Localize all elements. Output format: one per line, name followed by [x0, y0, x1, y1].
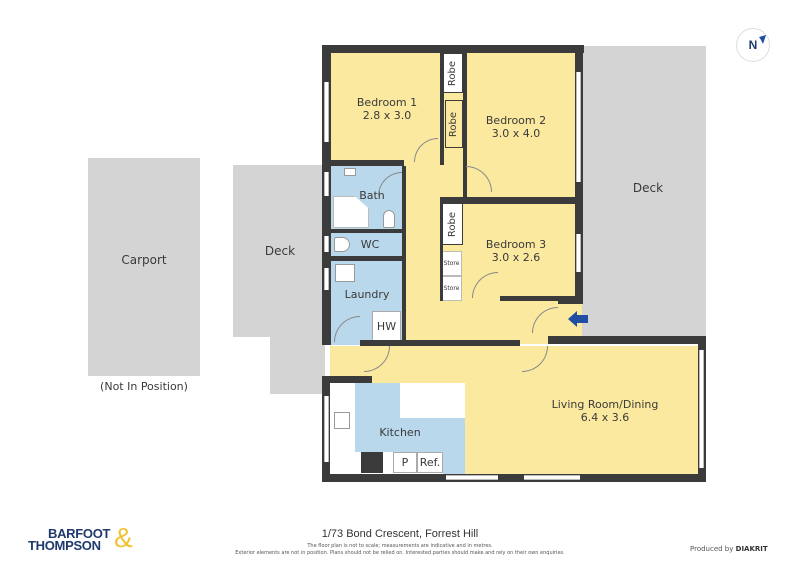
wall-mid-horizontal [548, 336, 706, 344]
wall-bed3-left [440, 197, 443, 301]
window-bed2 [576, 72, 581, 182]
bedroom-3-name: Bedroom 3 [485, 238, 547, 251]
bedroom-2-dims: 3.0 x 4.0 [491, 127, 541, 140]
window-bed1 [324, 82, 329, 142]
bedroom-3-dims: 3.0 x 2.6 [491, 251, 541, 264]
wc [331, 233, 402, 256]
wall-bath-wc [322, 229, 406, 233]
wall-bottom [322, 474, 706, 482]
kitchen-island [400, 383, 465, 418]
disclaimer-line1: The floor plan is not to scale; measurem… [307, 543, 493, 549]
wc-label: WC [360, 238, 380, 251]
brand-logo: BARFOOT THOMPSON & [28, 523, 140, 557]
store-2: Store [441, 276, 462, 301]
bedroom-1-name: Bedroom 1 [356, 96, 418, 109]
laundry-tub [335, 264, 355, 282]
window-living [699, 350, 704, 468]
robe-bedroom1: Robe [443, 53, 463, 93]
brand-line1: BARFOOT [48, 526, 111, 541]
deck-left-lower [270, 337, 325, 394]
deck-left [233, 165, 325, 337]
store-1: Store [441, 251, 462, 276]
window-laundry [324, 268, 329, 290]
fridge: Ref. [417, 452, 443, 473]
cooktop [361, 452, 383, 473]
bedroom-3-label: Bedroom 3 3.0 x 2.6 [466, 238, 566, 264]
window-living-bottom-1 [446, 475, 498, 480]
bedroom-1-dims: 2.8 x 3.0 [362, 109, 412, 122]
address-title: 1/73 Bond Crescent, Forrest Hill [321, 528, 479, 540]
wall-laundry-bottom [360, 340, 520, 346]
produced-by-prefix: Produced by [690, 545, 734, 553]
brand-ampersand: & [114, 522, 133, 553]
disclaimer-line2: Exterior elements are not in position. P… [235, 550, 565, 556]
bedroom-2-label: Bedroom 2 3.0 x 4.0 [466, 114, 566, 140]
living-dining-label: Living Room/Dining 6.4 x 3.6 [540, 398, 670, 424]
pantry: P [393, 452, 417, 473]
deck-right [582, 46, 706, 336]
wall-right-step [558, 296, 583, 304]
wall-top [322, 45, 584, 53]
wall-kitchen-top [322, 376, 372, 383]
window-kitchen [324, 396, 329, 462]
window-bed3 [576, 234, 581, 272]
wall-bed2-left [463, 45, 467, 200]
wall-robe-divider [440, 45, 444, 165]
deck-right-label: Deck [632, 181, 664, 195]
laundry-label: Laundry [344, 288, 390, 301]
robe-bedroom3: Robe [442, 203, 463, 245]
carport [88, 158, 200, 376]
entry-arrow-icon [568, 311, 588, 327]
toilet-bath [383, 210, 395, 228]
hot-water-cylinder: HW [372, 311, 401, 341]
window-bath [324, 172, 329, 196]
wall-wc-laundry [322, 256, 406, 261]
bedroom-2-name: Bedroom 2 [485, 114, 547, 127]
brand-line2: THOMPSON [28, 538, 101, 553]
wall-bed1-bottom [322, 160, 404, 166]
deck-left-label: Deck [264, 244, 296, 258]
kitchen-sink [334, 412, 350, 429]
produced-by: Produced by DIAKRIT [690, 545, 790, 553]
window-living-bottom-2 [524, 475, 580, 480]
robe-bedroom2: Robe [445, 100, 463, 148]
carport-label: Carport [121, 253, 167, 267]
bedroom-1-label: Bedroom 1 2.8 x 3.0 [331, 96, 443, 122]
window-wc [324, 236, 329, 252]
compass-icon: N [736, 28, 770, 62]
living-dims: 6.4 x 3.6 [580, 411, 630, 424]
carport-note: (Not In Position) [100, 380, 188, 393]
kitchen-label: Kitchen [379, 426, 421, 439]
basin-bath [344, 168, 356, 176]
compass-label: N [748, 38, 758, 52]
toilet-wc [334, 237, 350, 252]
produced-by-brand: DIAKRIT [735, 545, 768, 553]
wall-bed3-bottom [500, 296, 560, 301]
wall-bed2-bottom [440, 197, 583, 204]
living-name: Living Room/Dining [551, 398, 659, 411]
